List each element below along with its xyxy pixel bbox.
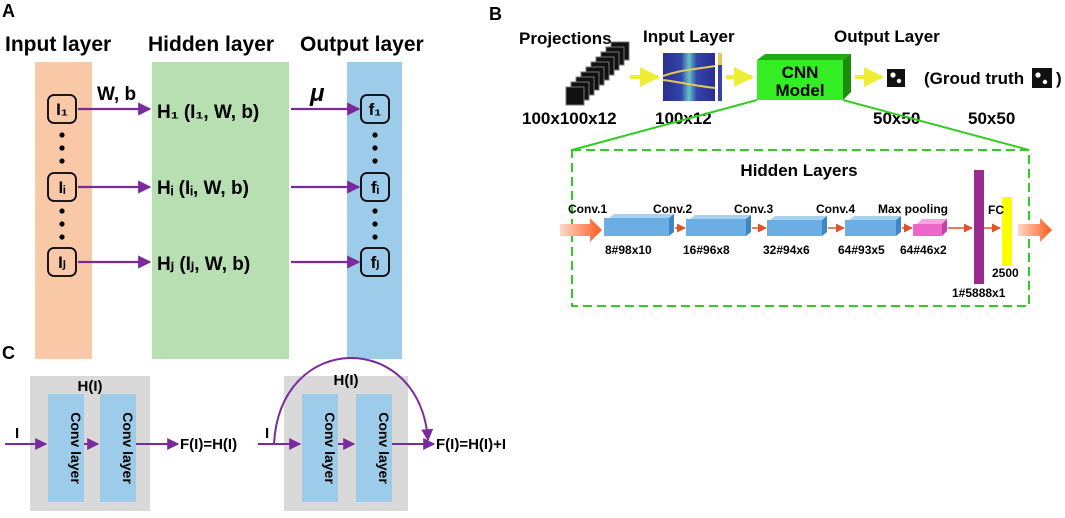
model-label: Model	[775, 81, 824, 100]
block1-conv2-label: Conv layer	[120, 412, 136, 484]
output-layer-title: Output layer	[300, 33, 424, 56]
dim-output: 50x50	[873, 109, 920, 128]
block2-title: H(I)	[334, 372, 359, 389]
input-node-box-1	[47, 94, 77, 124]
block2-output: F(I)=H(I)+I	[436, 436, 506, 453]
max-pooling-block	[913, 219, 947, 236]
hidden-layer-band	[152, 62, 289, 359]
input-node-1: I₁	[56, 100, 68, 119]
zoom-line-left	[571, 99, 758, 151]
layer-dim-conv4: 64#93x5	[838, 243, 885, 257]
panel-b-label: B	[489, 4, 502, 24]
ground-truth-image	[1032, 68, 1052, 88]
cnn-model-box	[757, 54, 851, 100]
input-layer-heatmap	[662, 53, 722, 101]
flatten-bar	[974, 170, 984, 284]
conv-block-1	[604, 214, 674, 236]
dim-truth: 50x50	[968, 109, 1015, 128]
ground-truth-label: (Groud truth	[924, 69, 1024, 88]
output-node-box-3	[360, 247, 390, 277]
input-layer-title: Input layer	[5, 33, 111, 56]
output-node-box-1	[360, 94, 390, 124]
block1-title: H(I)	[78, 378, 103, 395]
output-node-1: f₁	[369, 100, 382, 119]
hidden-layers-title: Hidden Layers	[740, 161, 857, 180]
block2-conv1-label: Conv layer	[322, 412, 338, 484]
weights-label: W, b	[97, 84, 136, 105]
input-node-3: Iⱼ	[58, 253, 66, 272]
layer-name-fc: FC	[988, 203, 1004, 217]
panel-b: B Projections Input Layer Output Layer	[489, 4, 1062, 307]
input-node-box-3	[47, 247, 77, 277]
block1-output: F(I)=H(I)	[180, 436, 237, 453]
output-node-box-2	[360, 172, 390, 202]
input-dots	[59, 132, 65, 240]
output-node-2: fᵢ	[371, 178, 379, 197]
input-node-2: Iᵢ	[58, 178, 65, 197]
layer-name-conv1: Conv.1	[568, 202, 607, 216]
fc-dim: 2500	[992, 266, 1019, 280]
skip-connection-arc	[273, 357, 434, 445]
output-layer-title-b: Output Layer	[834, 27, 940, 46]
block2-conv2-label: Conv layer	[376, 412, 392, 484]
hidden-node-3: Hⱼ (Iⱼ, W, b)	[157, 254, 250, 275]
output-dots	[372, 132, 378, 240]
layer-name-maxpool: Max pooling	[878, 202, 948, 216]
block2-conv2-box	[356, 394, 392, 502]
layer-name-conv4: Conv.4	[816, 202, 855, 216]
output-node-3: fⱼ	[371, 253, 380, 272]
block2-input: I	[265, 425, 269, 442]
cnn-label: CNN	[782, 63, 819, 82]
block2-conv1-box	[302, 394, 338, 502]
block1-conv1-label: Conv layer	[68, 412, 84, 484]
block2-arrows	[258, 357, 436, 450]
hidden-node-1: H₁ (I₁, W, b)	[157, 102, 259, 123]
dim-projections: 100x100x12	[522, 109, 617, 128]
panel-a: A Input layer Hidden layer Output layer …	[2, 1, 424, 359]
layer-dim-conv2: 16#96x8	[683, 243, 730, 257]
block1-input: I	[15, 425, 19, 442]
layer-name-conv3: Conv.3	[734, 202, 773, 216]
hidden-node-2: Hᵢ (Iᵢ, W, b)	[157, 178, 249, 199]
layer-dim-maxpool: 64#46x2	[900, 243, 947, 257]
panel-a-label: A	[2, 1, 15, 21]
layer-dim-conv1: 8#98x10	[605, 243, 652, 257]
hidden-layer-title: Hidden layer	[148, 33, 274, 56]
layer-dim-conv3: 32#94x6	[763, 243, 810, 257]
zoom-line-right	[842, 99, 1030, 151]
block1-conv1-box	[48, 394, 84, 502]
projections-title: Projections	[519, 29, 612, 48]
ground-truth-close: )	[1056, 69, 1062, 88]
fc-bar	[1002, 197, 1012, 266]
input-layer-title-b: Input Layer	[643, 27, 735, 46]
conv-block-4	[845, 216, 901, 236]
panel-c: C H(I) Conv layer Conv layer I F(I)=H(I)…	[2, 343, 506, 511]
input-node-box-2	[47, 172, 77, 202]
flatten-dim: 1#5888x1	[952, 286, 1006, 300]
block1-conv2-box	[100, 394, 136, 502]
output-image	[887, 69, 905, 87]
panel-c-label: C	[2, 343, 15, 363]
layer-name-conv2: Conv.2	[653, 202, 692, 216]
conv-block-2	[686, 215, 751, 236]
panel-a-arrows	[78, 102, 361, 269]
hidden-output-arrow	[1018, 218, 1052, 242]
mu-label: μ	[309, 80, 325, 107]
projections-stack	[565, 41, 630, 106]
hidden-input-arrow	[560, 218, 602, 242]
conv-block-3	[767, 216, 827, 236]
